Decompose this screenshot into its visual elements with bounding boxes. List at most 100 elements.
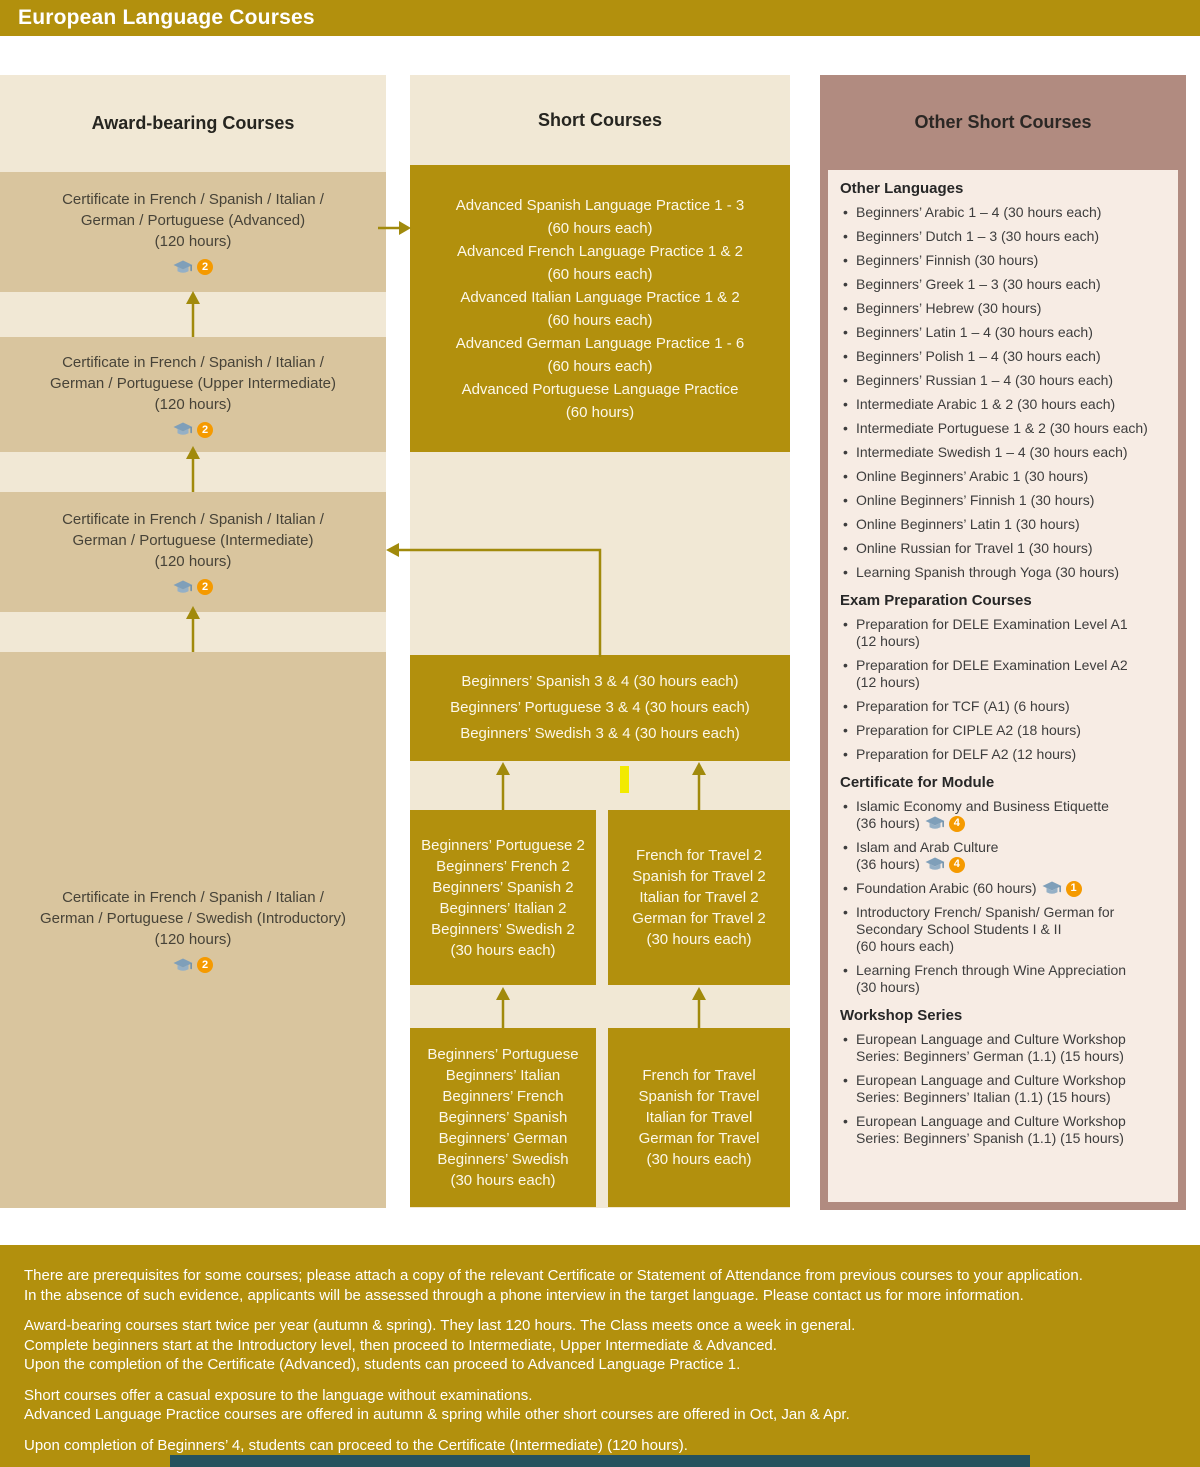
course-item: Preparation for DELE Examination Level A… xyxy=(840,616,1166,650)
certificate-introductory-badge-row: 2 xyxy=(173,957,213,973)
arrowhead xyxy=(386,543,399,557)
beginners-level1-text: Beginners’ Portuguese Beginners’ Italian… xyxy=(427,1046,579,1189)
note-beginners-progression: Upon completion of Beginners’ 4, student… xyxy=(24,1436,688,1454)
course-item-text: Beginners’ Hebrew (30 hours) xyxy=(856,300,1042,316)
certificate-intermediate-badge-row: 2 xyxy=(173,579,213,595)
course-item-text: Preparation for DELF A2 (12 hours) xyxy=(856,746,1077,762)
course-item-text: Beginners’ Dutch 1 – 3 (30 hours each) xyxy=(856,228,1100,244)
note-prerequisites: There are prerequisites for some courses… xyxy=(24,1267,1083,1304)
course-item: Learning French through Wine Appreciatio… xyxy=(840,962,1166,996)
certificate-intermediate-text: Certificate in French / Spanish / Italia… xyxy=(62,511,324,570)
badge-number: 2 xyxy=(197,579,213,595)
course-item: Beginners’ Russian 1 – 4 (30 hours each) xyxy=(840,372,1166,389)
course-item: Learning Spanish through Yoga (30 hours) xyxy=(840,564,1166,581)
course-item: Islamic Economy and Business Etiquette (… xyxy=(840,798,1166,832)
footer-accent-bar xyxy=(170,1455,1030,1467)
travel-level1-text: French for Travel Spanish for Travel Ita… xyxy=(638,1067,760,1168)
short-column-title: Short Courses xyxy=(537,109,663,130)
other-courses-sections: Other LanguagesBeginners’ Arabic 1 – 4 (… xyxy=(840,180,1166,1147)
beginners-level2-text: Beginners’ Portuguese 2 Beginners’ Frenc… xyxy=(421,836,585,959)
course-item: Intermediate Portuguese 1 & 2 (30 hours … xyxy=(840,420,1166,437)
certificate-advanced-text: Certificate in French / Spanish / Italia… xyxy=(62,191,324,250)
certificate-badge: 2 xyxy=(173,421,213,438)
course-item: European Language and Culture Workshop S… xyxy=(840,1072,1166,1106)
course-item: Beginners’ Arabic 1 – 4 (30 hours each) xyxy=(840,204,1166,221)
graduation-cap-icon xyxy=(173,422,193,435)
course-item: Islam and Arab Culture (36 hours)4 xyxy=(840,839,1166,873)
badge-number: 2 xyxy=(197,421,213,438)
page-title: European Language Courses xyxy=(18,6,315,29)
certificate-badge: 4 xyxy=(925,856,965,873)
graduation-cap-icon xyxy=(925,816,945,829)
advanced-practice-box: Advanced Spanish Language Practice 1 - 3… xyxy=(410,165,790,452)
travel-level2-box: French for Travel 2 Spanish for Travel 2… xyxy=(608,810,790,985)
course-item: Online Beginners’ Finnish 1 (30 hours) xyxy=(840,492,1166,509)
graduation-cap-icon xyxy=(925,857,945,870)
section-heading: Workshop Series xyxy=(840,1007,963,1024)
certificate-badge: 1 xyxy=(1042,880,1082,897)
travel-level2-text: French for Travel 2 Spanish for Travel 2… xyxy=(632,847,766,948)
badge-number: 2 xyxy=(197,957,213,973)
certificate-upper-intermediate-box: Certificate in French / Spanish / Italia… xyxy=(0,337,386,452)
course-item: Intermediate Swedish 1 – 4 (30 hours eac… xyxy=(840,444,1166,461)
graduation-cap-icon xyxy=(173,260,193,273)
course-item: Preparation for CIPLE A2 (18 hours) xyxy=(840,722,1166,739)
graduation-cap-icon xyxy=(1042,881,1062,894)
beginners-level1-box: Beginners’ Portuguese Beginners’ Italian… xyxy=(410,1028,596,1207)
course-item-text: Preparation for DELE Examination Level A… xyxy=(856,657,1128,690)
course-item-text: Beginners’ Russian 1 – 4 (30 hours each) xyxy=(856,372,1114,388)
certificate-introductory-text: Certificate in French / Spanish / Italia… xyxy=(40,889,346,948)
course-item-text: Intermediate Portuguese 1 & 2 (30 hours … xyxy=(856,420,1148,436)
short-courses-column: Short Courses Advanced Spanish Language … xyxy=(410,75,790,1208)
course-item-text: European Language and Culture Workshop S… xyxy=(856,1031,1126,1064)
other-courses-panel: Other LanguagesBeginners’ Arabic 1 – 4 (… xyxy=(828,170,1178,1202)
notes-panel: There are prerequisites for some courses… xyxy=(0,1245,1200,1467)
course-item: Preparation for DELF A2 (12 hours) xyxy=(840,746,1166,763)
note-short-courses: Short courses offer a casual exposure to… xyxy=(24,1386,850,1424)
certificate-upper-intermediate-text: Certificate in French / Spanish / Italia… xyxy=(50,353,336,413)
course-item: Beginners’ Polish 1 – 4 (30 hours each) xyxy=(840,348,1166,365)
course-item-text: Islamic Economy and Business Etiquette (… xyxy=(856,798,1109,831)
course-list: European Language and Culture Workshop S… xyxy=(840,1031,1166,1147)
course-item: Beginners’ Greek 1 – 3 (30 hours each) xyxy=(840,276,1166,293)
course-item: Online Beginners’ Latin 1 (30 hours) xyxy=(840,516,1166,533)
certificate-advanced-box: Certificate in French / Spanish / Italia… xyxy=(0,172,386,292)
course-item: Foundation Arabic (60 hours) 1 xyxy=(840,880,1166,897)
course-item: Beginners’ Latin 1 – 4 (30 hours each) xyxy=(840,324,1166,341)
beginners-3-4-box: Beginners’ Spanish 3 & 4 (30 hours each)… xyxy=(410,655,790,761)
course-item-text: Beginners’ Latin 1 – 4 (30 hours each) xyxy=(856,324,1093,340)
certificate-upper-intermediate-badge-row: 2 xyxy=(173,421,213,438)
course-item: Intermediate Arabic 1 & 2 (30 hours each… xyxy=(840,396,1166,413)
other-column-title: Other Short Courses xyxy=(914,112,1092,132)
page-header-bar: European Language Courses xyxy=(0,0,1200,36)
course-item-text: Preparation for CIPLE A2 (18 hours) xyxy=(856,722,1081,738)
section-heading: Certificate for Module xyxy=(840,774,995,791)
course-item-text: Preparation for DELE Examination Level A… xyxy=(856,616,1128,649)
course-item-text: Beginners’ Greek 1 – 3 (30 hours each) xyxy=(856,276,1101,292)
course-item-text: Beginners’ Arabic 1 – 4 (30 hours each) xyxy=(856,204,1102,220)
course-list: Preparation for DELE Examination Level A… xyxy=(840,616,1166,763)
course-item: Introductory French/ Spanish/ German for… xyxy=(840,904,1166,955)
course-item-text: Online Russian for Travel 1 (30 hours) xyxy=(856,540,1093,556)
course-item-text: Online Beginners’ Latin 1 (30 hours) xyxy=(856,516,1080,532)
certificate-advanced-badge-row: 2 xyxy=(173,259,213,275)
course-item: Preparation for DELE Examination Level A… xyxy=(840,657,1166,691)
course-item-text: Learning French through Wine Appreciatio… xyxy=(856,962,1127,995)
certificate-badge: 2 xyxy=(173,579,213,595)
course-item: European Language and Culture Workshop S… xyxy=(840,1031,1166,1065)
course-item-text: Learning Spanish through Yoga (30 hours) xyxy=(856,564,1120,580)
certificate-badge: 2 xyxy=(173,957,213,973)
course-item-text: Foundation Arabic (60 hours) xyxy=(856,880,1037,896)
beginners-3-4-text: Beginners’ Spanish 3 & 4 (30 hours each)… xyxy=(450,673,750,742)
beginners-level2-box: Beginners’ Portuguese 2 Beginners’ Frenc… xyxy=(410,810,596,985)
course-item: Beginners’ Finnish (30 hours) xyxy=(840,252,1166,269)
course-item-text: Islam and Arab Culture (36 hours) xyxy=(856,839,999,872)
course-item-text: European Language and Culture Workshop S… xyxy=(856,1113,1126,1146)
course-item-text: Intermediate Arabic 1 & 2 (30 hours each… xyxy=(856,396,1116,412)
graduation-cap-icon xyxy=(173,958,193,971)
course-item: Beginners’ Hebrew (30 hours) xyxy=(840,300,1166,317)
certificate-introductory-box: Certificate in French / Spanish / Italia… xyxy=(0,652,386,1208)
course-list: Beginners’ Arabic 1 – 4 (30 hours each) B… xyxy=(840,204,1166,581)
award-column-title: Award-bearing Courses xyxy=(91,113,295,133)
